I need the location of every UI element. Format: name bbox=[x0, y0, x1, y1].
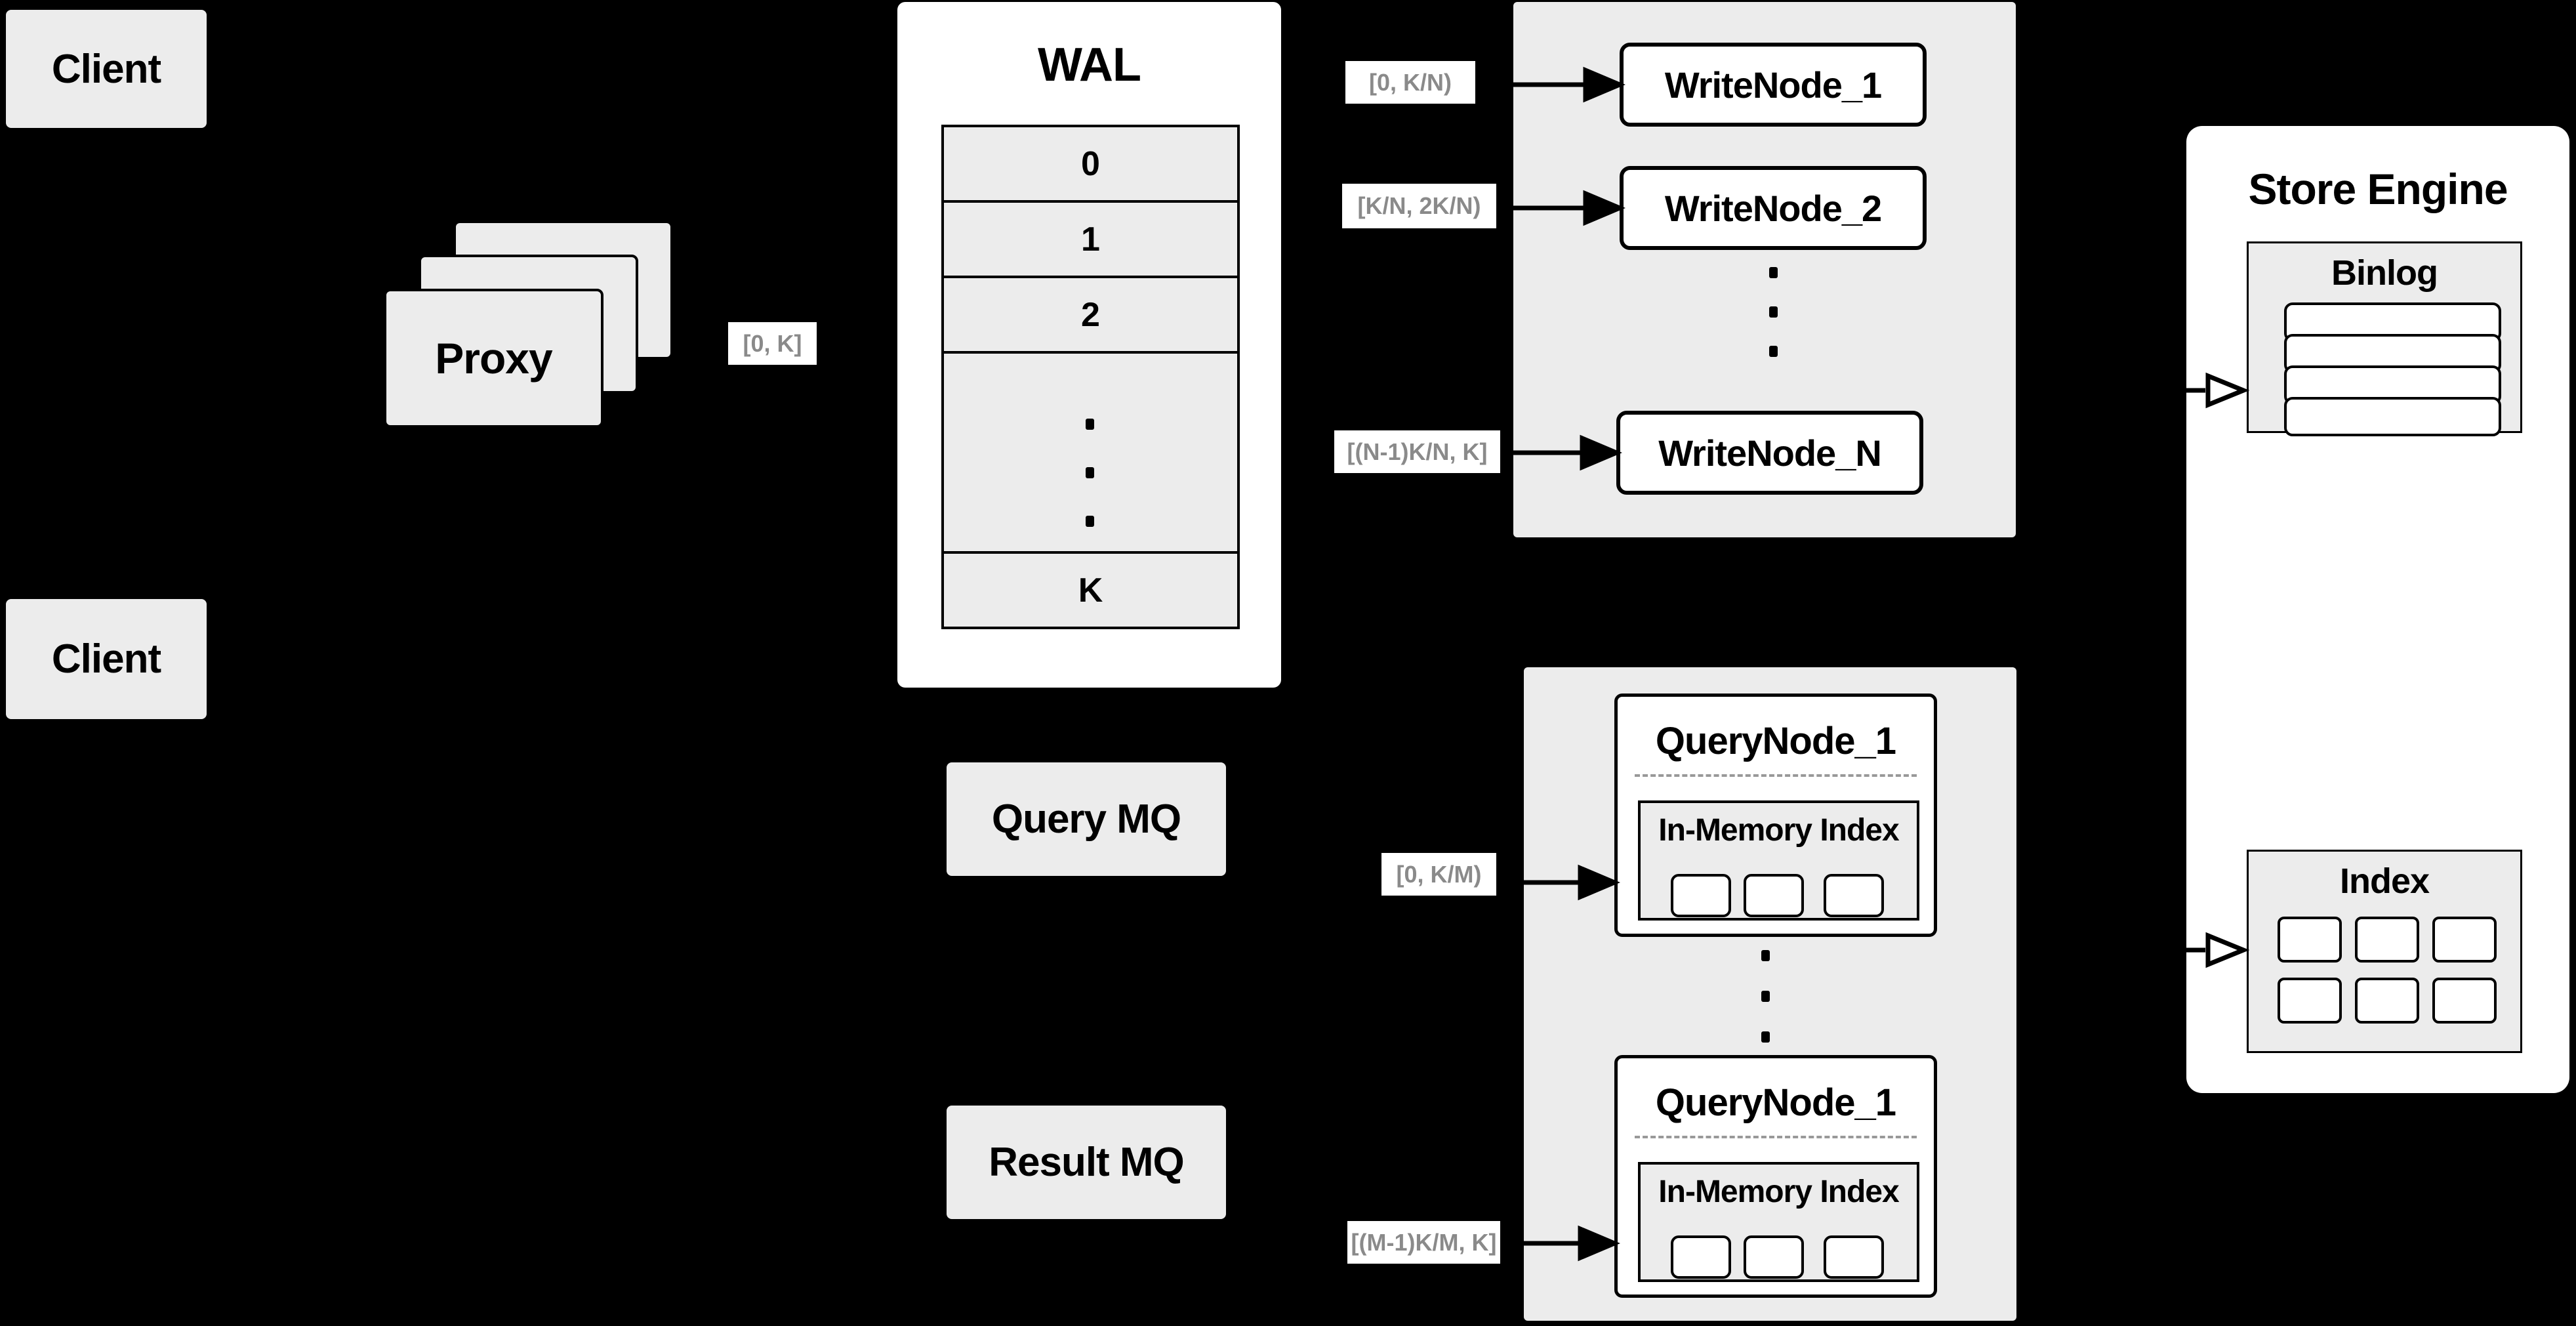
dashed-divider bbox=[1635, 1136, 1917, 1138]
client-box-top: Client bbox=[6, 10, 207, 128]
wal-segment-1-label: 1 bbox=[1081, 220, 1100, 259]
index-cell bbox=[2278, 917, 2342, 963]
index-title: Index bbox=[2339, 861, 2430, 901]
wal-title: WAL bbox=[1038, 39, 1141, 91]
client-top-label: Client bbox=[51, 46, 161, 92]
memory-cell bbox=[1824, 1235, 1884, 1279]
index-box: Index bbox=[2247, 850, 2522, 1053]
range-label-writenode-2: [K/N, 2K/N) bbox=[1342, 184, 1496, 228]
wal-ellipsis-dot bbox=[1086, 467, 1094, 478]
wal-segment-0-label: 0 bbox=[1081, 144, 1100, 183]
write-node-1-label: WriteNode_1 bbox=[1664, 64, 1882, 106]
range-label-writenode-n: [(N-1)K/N, K] bbox=[1334, 430, 1500, 473]
query-mq-label: Query MQ bbox=[991, 797, 1181, 842]
result-mq-box: Result MQ bbox=[947, 1106, 1226, 1219]
wal-segment-2-label: 2 bbox=[1081, 295, 1100, 334]
write-node-1: WriteNode_1 bbox=[1620, 43, 1927, 127]
query-group-ellipsis-dot bbox=[1761, 991, 1770, 1002]
query-mq-box: Query MQ bbox=[947, 762, 1226, 876]
range-label-proxy-wal: [0, K] bbox=[728, 322, 817, 365]
binlog-row bbox=[2284, 397, 2501, 436]
write-node-2: WriteNode_2 bbox=[1620, 166, 1927, 250]
write-node-2-label: WriteNode_2 bbox=[1664, 187, 1882, 229]
write-group-ellipsis-dot bbox=[1769, 267, 1778, 278]
proxy-card-front: Proxy bbox=[384, 289, 603, 428]
in-memory-index-box: In-Memory Index bbox=[1638, 1162, 1919, 1282]
wal-segment-0: 0 bbox=[941, 125, 1240, 203]
query-group-ellipsis-dot bbox=[1761, 950, 1770, 961]
range-label-querynode-bottom: [(M-1)K/M, K] bbox=[1347, 1221, 1500, 1264]
result-mq-label: Result MQ bbox=[989, 1140, 1185, 1185]
wal-segment-k-label: K bbox=[1078, 571, 1103, 610]
query-group-ellipsis-dot bbox=[1761, 1031, 1770, 1043]
proxy-label: Proxy bbox=[435, 334, 552, 383]
memory-cell bbox=[1744, 1235, 1804, 1279]
dashed-divider bbox=[1635, 774, 1917, 777]
query-node-top-title: QueryNode_1 bbox=[1655, 720, 1896, 762]
client-bottom-label: Client bbox=[51, 636, 161, 682]
write-group-ellipsis-dot bbox=[1769, 306, 1778, 318]
range-label-writenode-1: [0, K/N) bbox=[1345, 61, 1475, 104]
index-cell bbox=[2278, 978, 2342, 1024]
query-node-bottom: QueryNode_1 In-Memory Index bbox=[1614, 1055, 1937, 1298]
wal-segment-2: 2 bbox=[941, 276, 1240, 354]
in-memory-index-box: In-Memory Index bbox=[1638, 800, 1919, 921]
index-cell bbox=[2355, 978, 2419, 1024]
memory-cell bbox=[1744, 874, 1804, 917]
wal-ellipsis-dot bbox=[1086, 516, 1094, 527]
wal-ellipsis-dot bbox=[1086, 419, 1094, 430]
store-engine-panel: Store Engine Binlog Index bbox=[2186, 126, 2569, 1093]
query-node-bottom-title: QueryNode_1 bbox=[1655, 1081, 1896, 1124]
memory-cell bbox=[1671, 1235, 1731, 1279]
in-memory-index-title: In-Memory Index bbox=[1658, 813, 1899, 848]
memory-cell bbox=[1671, 874, 1731, 917]
write-group-ellipsis-dot bbox=[1769, 346, 1778, 357]
index-cell bbox=[2432, 917, 2497, 963]
memory-cell bbox=[1824, 874, 1884, 917]
wal-segment-1: 1 bbox=[941, 200, 1240, 278]
write-node-n: WriteNode_N bbox=[1616, 411, 1923, 495]
index-cell bbox=[2432, 978, 2497, 1024]
in-memory-index-title: In-Memory Index bbox=[1658, 1174, 1899, 1209]
query-node-top: QueryNode_1 In-Memory Index bbox=[1614, 694, 1937, 937]
range-label-querynode-top: [0, K/M) bbox=[1381, 853, 1496, 896]
write-node-n-label: WriteNode_N bbox=[1658, 432, 1882, 474]
client-box-bottom: Client bbox=[6, 599, 207, 719]
index-cell bbox=[2355, 917, 2419, 963]
wal-segment-k: K bbox=[941, 551, 1240, 629]
binlog-title: Binlog bbox=[2331, 253, 2438, 293]
binlog-box: Binlog bbox=[2247, 241, 2522, 436]
store-engine-title: Store Engine bbox=[2248, 165, 2508, 213]
